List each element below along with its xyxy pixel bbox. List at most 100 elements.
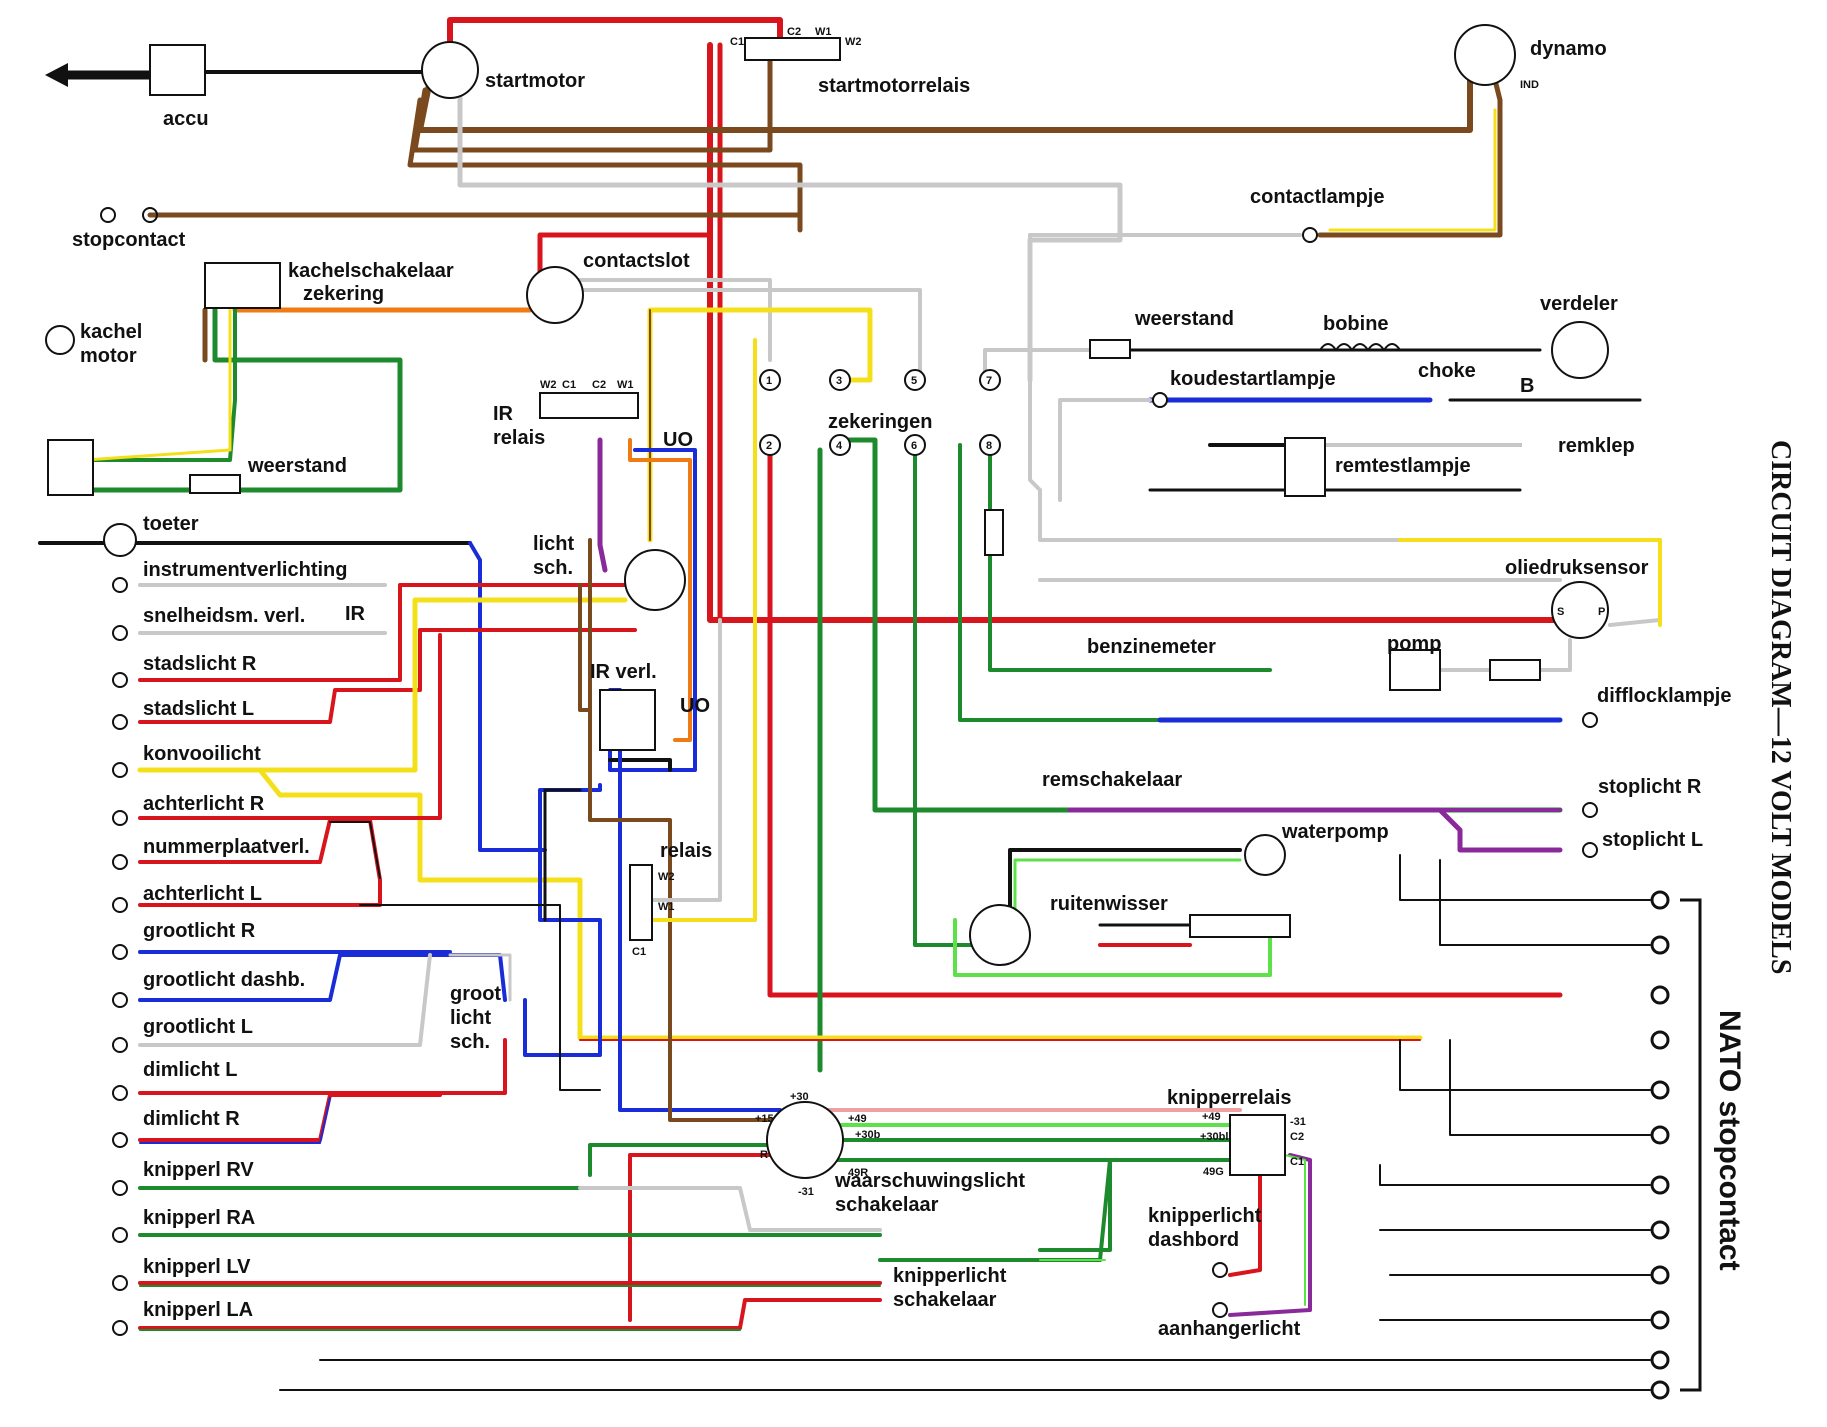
label-grootlicht-dashb: grootlicht dashb.: [143, 969, 305, 991]
oliedruksensor-symbol: [1551, 581, 1609, 639]
label-startmotorrelais: startmotorrelais: [818, 75, 970, 97]
weerstand-left-resistor: [189, 474, 241, 494]
lamp-knipperlicht-dashbord-icon: [1212, 1262, 1228, 1278]
wire-red-contactslot: [537, 232, 713, 283]
lamp-knipper-ra-icon: [112, 1227, 128, 1243]
fuse-5: [904, 369, 926, 391]
wire-black-groot-sch: [543, 788, 582, 922]
wire-red-stadslicht-l: [138, 628, 637, 724]
label-contactlampje: contactlampje: [1250, 186, 1384, 208]
lamp-nummerplaat-icon: [112, 854, 128, 870]
wire-purple-licht: [597, 437, 608, 573]
label-weerstand-top: weerstand: [1134, 308, 1234, 330]
wire-black-irverl: [608, 758, 672, 772]
dynamo-symbol: [1454, 24, 1516, 86]
nato-pin-6: [1650, 1125, 1670, 1145]
label-nummerplaatverl: nummerplaatverl.: [143, 836, 310, 858]
wire-green-kachel-2: [82, 307, 403, 493]
wire-red-knipper-la: [138, 1298, 882, 1330]
label-waarschuwingslicht-2: schakelaar: [835, 1194, 939, 1216]
ir-verl-block: [599, 689, 656, 751]
wire-grey-vert: [1028, 233, 1042, 492]
lamp-knipper-la-icon: [112, 1320, 128, 1336]
label-startmotor: startmotor: [485, 70, 585, 92]
wire-grey-koude: [1058, 398, 1152, 502]
label-ir-relais-2: relais: [493, 427, 545, 449]
nato-pin-5: [1650, 1080, 1670, 1100]
licht-sch-symbol: [624, 549, 686, 611]
wire-grey-fuse5: [578, 288, 922, 382]
terminal-c2: C2: [787, 26, 801, 38]
wire-red-r: [628, 1153, 782, 1322]
terminal-ir-c1: C1: [562, 379, 576, 391]
nato-pin-9: [1650, 1265, 1670, 1285]
label-grootlicht-l: grootlicht L: [143, 1016, 253, 1038]
terminal-relais-c1: C1: [632, 946, 646, 958]
wire-orange-licht: [628, 438, 692, 742]
lamp-symbols: [103, 227, 1598, 1336]
wire-red-stadslicht-r: [138, 623, 402, 682]
ruitenwisser-symbol: [969, 904, 1031, 966]
terminal-w2: W2: [845, 36, 862, 48]
waterpomp-symbol: [1244, 834, 1286, 876]
wire-yellow-konvooi: [137, 597, 628, 773]
label-relais: relais: [660, 840, 712, 862]
wire-blue-groot-sch: [523, 783, 602, 1057]
lamp-stoplicht-l-icon: [1582, 842, 1598, 858]
wire-lightgreen-waterpomp: [1013, 858, 1242, 922]
label-bobine: bobine: [1323, 313, 1389, 335]
label-knipperl-ra: knipperl RA: [143, 1207, 255, 1229]
contactslot-symbol: [526, 266, 584, 324]
terminal-plus15: +15: [755, 1113, 774, 1125]
terminal-ir-w1: W1: [617, 379, 634, 391]
lamp-instrument-icon: [112, 577, 128, 593]
nato-pin-4: [1650, 1030, 1670, 1050]
wire-grey-knipper-rv: [578, 1186, 882, 1232]
label-knipperlicht-schakelaar-2: schakelaar: [893, 1289, 997, 1311]
wire-grey-relais: [638, 618, 722, 902]
label-choke: choke: [1418, 360, 1476, 382]
terminal-plus30b: +30b: [855, 1129, 881, 1141]
terminal-k-plus30bl: +30bl: [1200, 1131, 1228, 1143]
label-uo-1: UO: [663, 429, 693, 451]
wire-red-achter-r: [138, 633, 442, 820]
nato-pin-7: [1650, 1175, 1670, 1195]
label-ir-verl: IR verl.: [590, 661, 657, 683]
terminal-w1: W1: [815, 26, 832, 38]
lamp-grootlicht-dashb-icon: [112, 992, 128, 1008]
label-stoplicht-r: stoplicht R: [1598, 776, 1702, 798]
label-waarschuwingslicht-1: waarschuwingslicht: [834, 1170, 1025, 1192]
label-dimlicht-l: dimlicht L: [143, 1059, 237, 1081]
fuse-label-7: 7: [986, 375, 992, 387]
lamp-stadslicht-l-icon: [112, 714, 128, 730]
label-kachelschakelaar: kachelschakelaar: [288, 260, 454, 282]
label-oliedruksensor: oliedruksensor: [1505, 557, 1649, 579]
stopcontact-socket-1: [100, 207, 116, 223]
terminal-p: P: [1598, 606, 1605, 618]
wire-brown-15: [588, 538, 782, 1122]
lamp-koudestart-icon: [1152, 392, 1168, 408]
fuse-block: [759, 369, 1001, 456]
kachelschakelaar-block: [204, 262, 281, 309]
label-stadslicht-r: stadslicht R: [143, 653, 257, 675]
wire-purple-aanhanger: [1228, 1153, 1312, 1317]
label-ir-relais-1: IR: [493, 403, 514, 425]
nato-pin-1: [1650, 890, 1670, 910]
fuse-label-2: 2: [766, 440, 772, 452]
label-knipperlicht-dashbord-2: dashbord: [1148, 1229, 1239, 1251]
label-achterlicht-l: achterlicht L: [143, 883, 262, 905]
diagram-title: CIRCUIT DIAGRAM—12 VOLT MODELS: [1765, 440, 1796, 974]
wire-yellow-relais: [638, 338, 757, 922]
label-motor: motor: [80, 345, 137, 367]
fuse-8: [979, 434, 1001, 456]
lamp-dimlicht-r-icon: [112, 1132, 128, 1148]
lamp-stadslicht-r-icon: [112, 672, 128, 688]
label-knipperrelais: knipperrelais: [1167, 1087, 1292, 1109]
kachel-motor-base: [47, 439, 94, 496]
fuse-label-4: 4: [836, 440, 843, 452]
fuse-label-6: 6: [911, 440, 917, 452]
wire-green-difflock: [958, 443, 1562, 722]
waarschuwingslicht-switch-symbol: [766, 1101, 844, 1179]
wire-red-dim-l: [138, 1038, 507, 1095]
remtestlampje-block: [1284, 437, 1326, 497]
